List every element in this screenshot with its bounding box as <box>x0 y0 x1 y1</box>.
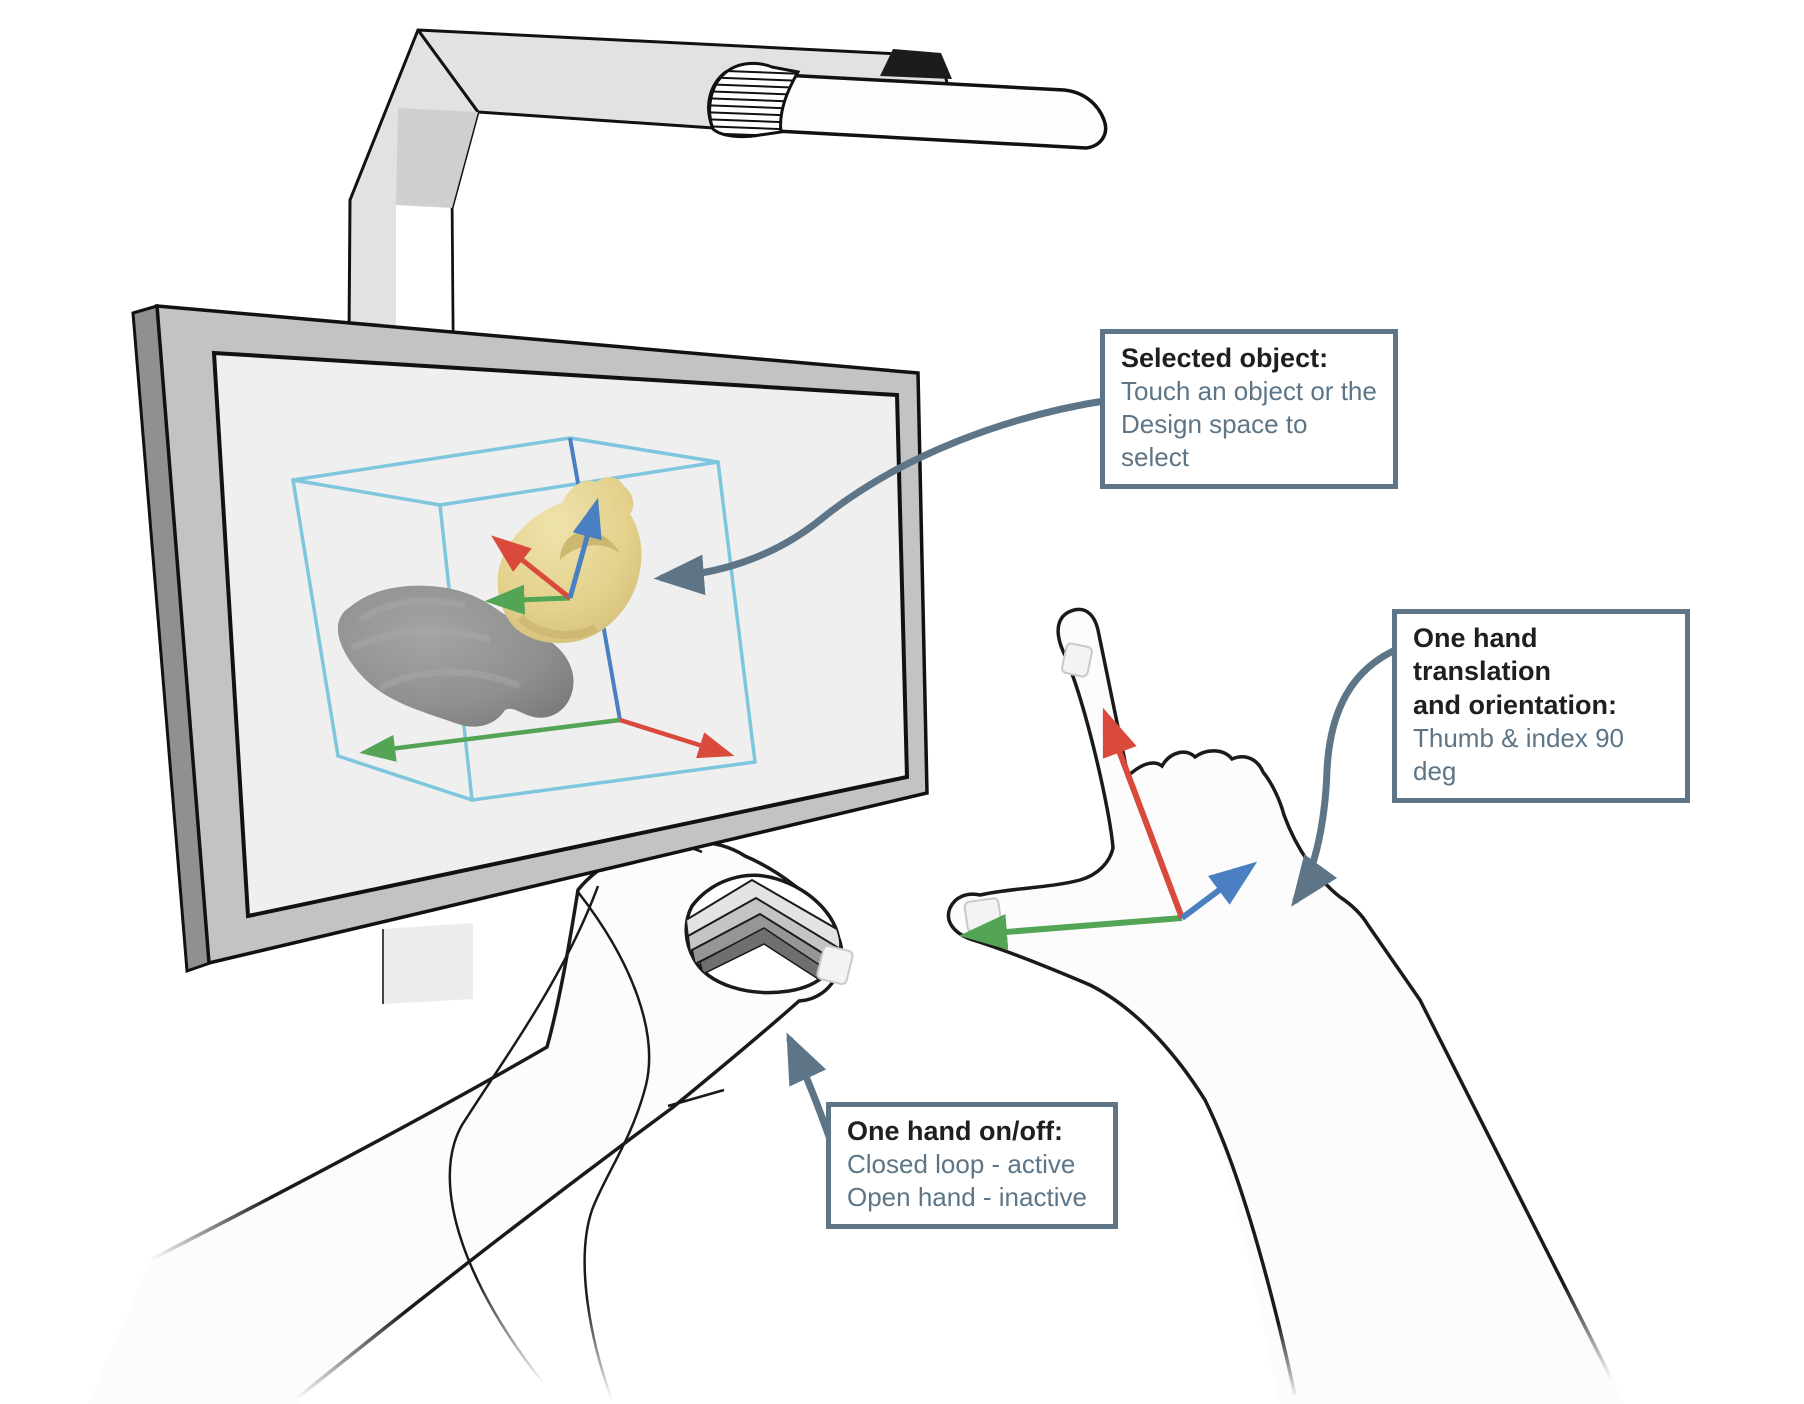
cable <box>448 885 600 1386</box>
camera-arm-lower <box>383 923 473 1004</box>
left-hand-fill <box>88 841 842 1404</box>
right-forearm-edge <box>1418 999 1614 1381</box>
hand-triad <box>959 707 1258 950</box>
index-finger-marker <box>1061 642 1093 678</box>
left-thumb-marker <box>816 944 854 986</box>
selection-axis-red <box>491 535 572 600</box>
callout-body-line: Design space to select <box>1121 409 1308 472</box>
monitor-cables <box>448 885 651 1401</box>
camera-arm-edge <box>450 207 455 337</box>
yellow-object-shadow <box>517 614 598 639</box>
selection-triad <box>484 497 602 615</box>
design-space <box>291 436 757 802</box>
callout-body-line: Closed loop - active <box>847 1149 1076 1180</box>
camera-cap <box>880 49 952 79</box>
hand-axis-red <box>1102 707 1185 920</box>
right-hand-outline <box>946 607 1422 1102</box>
callout-title: One hand translation <box>1413 623 1552 687</box>
right-hand <box>946 607 1624 1404</box>
connector-translation <box>1291 644 1404 907</box>
hand-axis-blue <box>1180 861 1258 921</box>
callout-title: Selected object: <box>1121 343 1329 373</box>
left-forearm-edge <box>149 1045 548 1262</box>
callout-translation: One hand translation and orientation: Th… <box>1392 609 1690 803</box>
callout-body-line: Touch an object or the <box>1121 376 1377 407</box>
left-forearm-edge <box>293 1106 674 1402</box>
callout-body-line: Open hand - inactive <box>847 1182 1087 1213</box>
palm-crease <box>667 1088 725 1108</box>
callout-title: and orientation: <box>1413 689 1617 720</box>
camera-arm-bend-shade <box>396 108 478 208</box>
cube-axis-y-arrow <box>619 717 735 759</box>
gray-object-streaks <box>350 597 522 692</box>
camera-arm <box>347 28 1108 1004</box>
right-forearm-edge <box>1203 1099 1297 1396</box>
callout-body-line: Thumb & index 90 deg <box>1413 723 1625 787</box>
right-thumb-marker <box>963 897 1003 933</box>
selection-axis-blue <box>567 497 602 599</box>
callout-onoff: One hand on/off: Closed loop - active Op… <box>826 1102 1118 1229</box>
left-hand-outline <box>545 839 844 1110</box>
connector-selected-object <box>653 396 1114 596</box>
left-hand <box>88 839 854 1404</box>
callout-title: One hand on/off: <box>847 1116 1063 1146</box>
selection-axis-green <box>484 584 571 615</box>
cube-axis-x-arrow <box>359 717 621 762</box>
callout-selected-object: Selected object: Touch an object or the … <box>1100 329 1398 489</box>
cable <box>577 891 651 1401</box>
right-hand-fill <box>948 609 1624 1404</box>
hand-axis-green <box>959 913 1183 950</box>
camera-arm-front-face <box>396 205 453 335</box>
